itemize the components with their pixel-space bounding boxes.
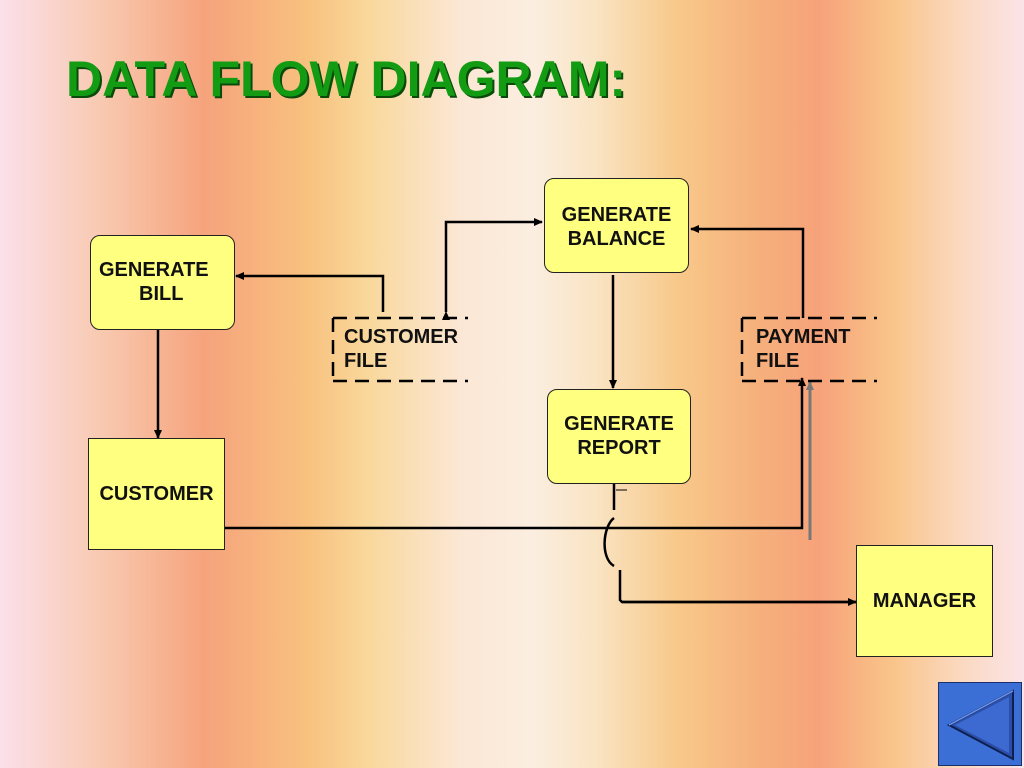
flow-customer-to-payment-file — [224, 377, 806, 530]
store-payment-file-line1: PAYMENT — [756, 326, 851, 348]
page-title: DATA FLOW DIAGRAM: — [66, 51, 627, 107]
previous-slide-icon — [946, 689, 1014, 761]
process-generate-balance: GENERATE BALANCE — [544, 178, 689, 273]
process-generate-bill-line1: GENERATE — [99, 259, 209, 281]
previous-slide-button[interactable] — [938, 682, 1022, 766]
flow-customer-file-to-bill — [235, 272, 385, 312]
process-generate-report-line1: GENERATE — [564, 413, 674, 435]
entity-manager-label: MANAGER — [872, 590, 977, 612]
process-generate-bill: GENERATE BILL — [90, 235, 235, 330]
store-customer-file-line1: CUSTOMER — [344, 326, 459, 348]
entity-customer: CUSTOMER — [88, 438, 225, 550]
process-generate-report: GENERATE REPORT — [547, 389, 691, 484]
process-generate-balance-line1: GENERATE — [561, 204, 672, 226]
entity-customer-label: CUSTOMER — [99, 483, 214, 505]
store-payment-file-line2: FILE — [756, 350, 800, 372]
store-customer-file-label: CUSTOMER FILE — [344, 325, 458, 373]
entity-manager: MANAGER — [856, 545, 993, 657]
process-generate-bill-line2: BILL — [139, 283, 184, 305]
flow-customer-file-balance — [442, 218, 543, 320]
process-generate-report-line2: REPORT — [577, 437, 661, 459]
store-payment-file-label: PAYMENT FILE — [756, 325, 850, 373]
flow-payment-file-to-balance — [690, 225, 805, 318]
process-generate-balance-line2: BALANCE — [567, 228, 666, 250]
flow-report-to-manager — [603, 484, 856, 604]
store-customer-file-line2: FILE — [344, 350, 388, 372]
